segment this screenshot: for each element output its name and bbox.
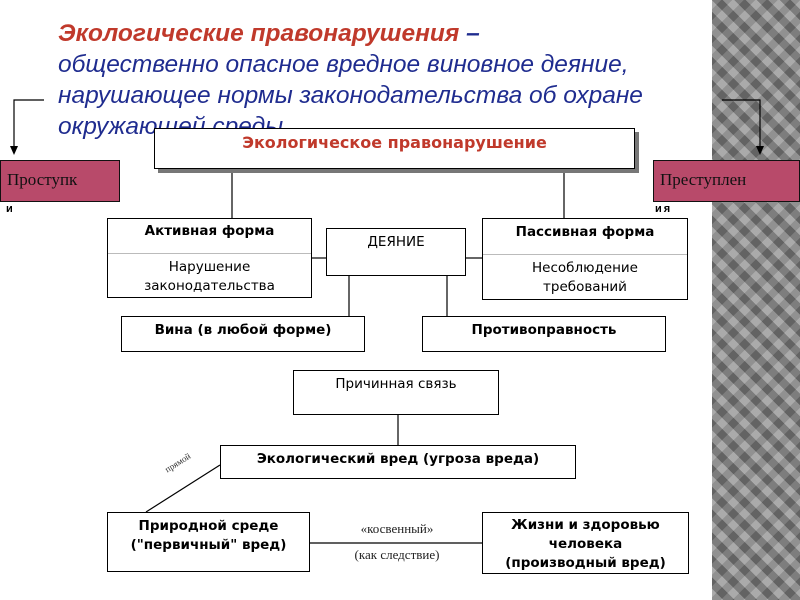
illegality-label: Противоправность xyxy=(471,322,617,338)
heading-line-1: Экологические правонарушения – xyxy=(58,18,778,49)
diagram-title: Экологическое правонарушение xyxy=(242,133,547,152)
causality-box: Причинная связь xyxy=(293,370,499,415)
right-arrowhead xyxy=(756,146,764,155)
indirect-label: «косвенный» xyxy=(360,521,434,536)
deed-box: ДЕЯНИЕ xyxy=(326,228,466,276)
causality-label: Причинная связь xyxy=(335,376,457,392)
guilt-box: Вина (в любой форме) xyxy=(121,316,365,352)
guilt-label: Вина (в любой форме) xyxy=(154,322,332,338)
passive-form-body: Несоблюдение требований xyxy=(531,260,638,295)
nature-harm-label: Природной среде ("первичный" вред) xyxy=(130,518,287,553)
illegality-box: Противоправность xyxy=(422,316,666,352)
misdemeanor-tag: Проступк xyxy=(0,160,120,202)
connector-harm-nature xyxy=(145,464,221,513)
misdemeanor-tag-label: Проступк xyxy=(7,170,78,189)
eco-harm-label: Экологический вред (угроза вреда) xyxy=(256,451,540,467)
heading-line-2: общественно опасное вредное виновное дея… xyxy=(58,51,629,78)
active-form-body: Нарушение законодательства xyxy=(144,259,275,294)
misdemeanor-tag-tail: и xyxy=(6,203,15,215)
crime-tag-label: Преступлен xyxy=(660,170,747,189)
heading-line-3: нарушающее нормы законодательства об охр… xyxy=(58,82,643,109)
left-arrowhead xyxy=(10,146,18,155)
consequence-label: (как следствие) xyxy=(354,547,440,562)
diagram-title-box: Экологическое правонарушение xyxy=(154,128,635,169)
passive-form-title: Пассивная форма xyxy=(483,219,687,255)
deed-label: ДЕЯНИЕ xyxy=(367,234,425,250)
human-harm-label: Жизни и здоровью человека (производный в… xyxy=(505,517,666,571)
active-form-box: Активная форма Нарушение законодательств… xyxy=(107,218,312,298)
left-bracket-line xyxy=(13,99,44,150)
eco-harm-box: Экологический вред (угроза вреда) xyxy=(220,445,576,479)
nature-harm-box: Природной среде ("первичный" вред) xyxy=(107,512,310,572)
heading-term: Экологические правонарушения xyxy=(58,20,460,47)
active-form-title: Активная форма xyxy=(108,219,311,254)
right-bracket-line xyxy=(722,99,761,150)
definition-heading: Экологические правонарушения – обществен… xyxy=(58,18,778,142)
human-harm-box: Жизни и здоровью человека (производный в… xyxy=(482,512,689,574)
crime-tag: Преступлен xyxy=(653,160,800,202)
heading-dash: – xyxy=(466,20,480,47)
crime-tag-tail: ия xyxy=(655,203,673,215)
passive-form-box: Пассивная форма Несоблюдение требований xyxy=(482,218,688,300)
